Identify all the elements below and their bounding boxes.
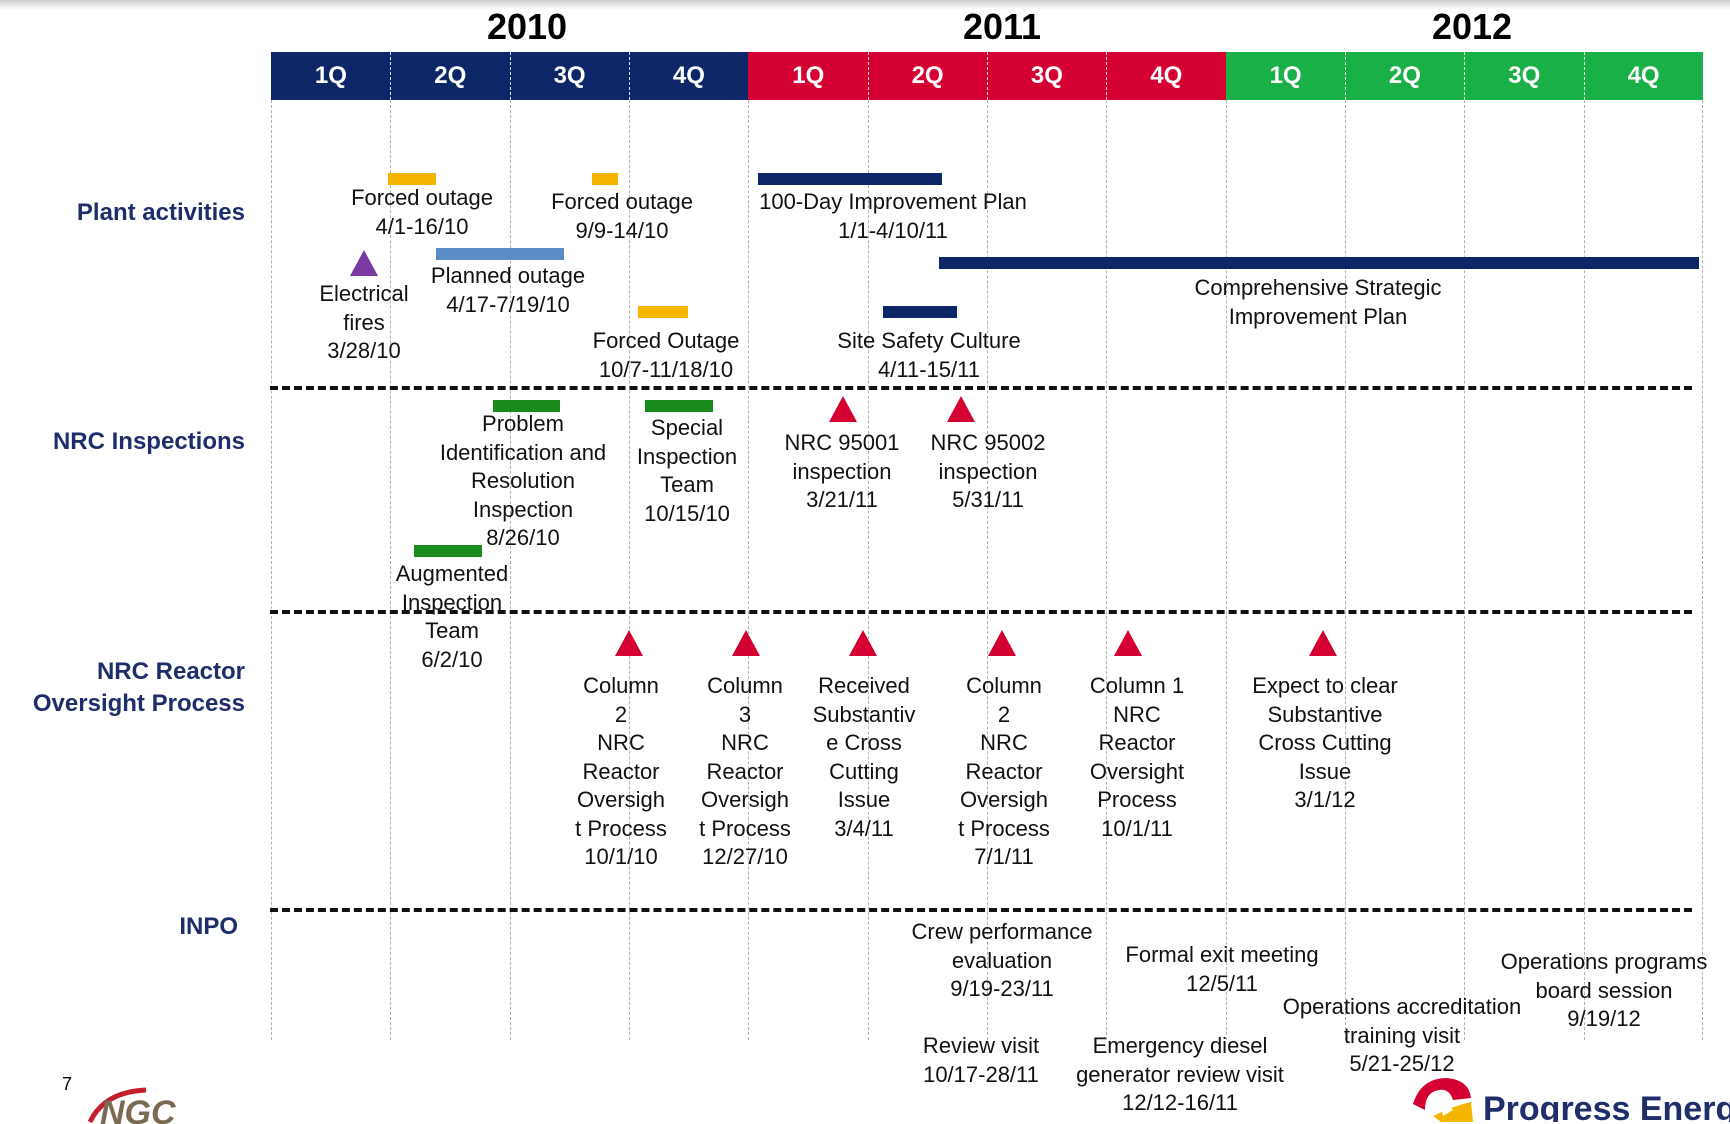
quarter-cell-2010-3q: 3Q [509,52,630,100]
gridline [1345,100,1346,1040]
nrc-95001-label: NRC 95001 inspection 3/21/11 [784,430,900,512]
gridline [1106,100,1108,1040]
ngc-logo: NGC [87,1087,176,1124]
gridline [390,100,392,1040]
planned-outage-label: Planned outage 4/17-7/19/10 [430,263,586,317]
quarter-cell-2012-2q: 2Q [1345,52,1465,100]
planned-outage-bar [436,248,564,260]
pir-label: Problem Identification and Resolution In… [439,411,607,550]
special-inspection-label: Special Inspection Team 10/15/10 [636,415,738,526]
gridline [509,100,511,1040]
special-inspection-bar [645,400,713,412]
augmented-inspection-label: Augmented Inspection Team 6/2/10 [395,561,509,672]
quarter-cell-2012-3q: 3Q [1464,52,1585,100]
comprehensive-plan-label: Comprehensive Strategic Improvement Plan [1194,275,1442,329]
quarter-divider [1345,52,1346,100]
gridline [1583,100,1585,1040]
forced-outage-3-bar [638,306,688,318]
quarter-cell-2012-1q: 1Q [1225,52,1346,100]
quarter-cell-2010-4q: 4Q [629,52,749,100]
received-scci-label: Received Substantiv e Cross Cutting Issu… [812,673,916,841]
edg-review-label: Emergency diesel generator review visit … [1076,1033,1284,1115]
year-2010-label: 2010 [486,6,568,47]
quarter-cell-2010-1q: 1Q [271,52,391,100]
quarter-cell-2011-2q: 2Q [867,52,988,100]
gridline [271,100,272,1040]
quarter-cell-2011-1q: 1Q [748,52,869,100]
site-safety-bar [883,306,957,318]
progress-energy-logo-text: Progress Energy [1483,1090,1730,1122]
nrc-95002-marker [947,396,975,422]
col1-2011-marker [1114,630,1142,656]
quarter-divider [1464,52,1466,100]
row-label-nrc-rop: NRC Reactor Oversight Process [32,658,245,717]
nrc-95002-label: NRC 95002 inspection 5/31/11 [930,430,1046,512]
forced-outage-2-bar [592,173,618,185]
ngc-logo-text: NGC [100,1094,176,1124]
col1-2011-label: Column 1 NRC Reactor Oversight Process 1… [1089,673,1185,841]
gridline [748,100,750,1040]
plan-100-day-label: 100-Day Improvement Plan 1/1-4/10/11 [759,189,1027,243]
gridline [1464,100,1466,1040]
gridline [629,100,630,1040]
forced-outage-1-bar [388,173,436,185]
gridline [1702,100,1703,1040]
expect-clear-label: Expect to clear Substantive Cross Cuttin… [1252,673,1398,812]
col2-2010-marker [615,630,643,656]
quarter-divider [987,52,988,100]
quarter-cell-2012-4q: 4Q [1583,52,1704,100]
site-safety-label: Site Safety Culture 4/11-15/11 [837,328,1021,382]
exit-meeting-label: Formal exit meeting 12/5/11 [1125,942,1319,996]
separator-plant-nrc [270,386,1692,390]
nrc-95001-marker [829,396,857,422]
row-label-nrc-inspections: NRC Inspections [52,428,245,455]
electrical-fires-label: Electrical fires 3/28/10 [319,281,409,363]
col2-2011-marker [988,630,1016,656]
gridline [867,100,869,1040]
crew-eval-label: Crew performance evaluation 9/19-23/11 [911,919,1093,1001]
row-label-plant-activities: Plant activities [76,199,245,226]
forced-outage-3-label: Forced Outage 10/7-11/18/10 [592,328,740,382]
pir-bar [493,400,560,412]
col3-2010-marker [732,630,760,656]
ops-accreditation-label: Operations accreditation training visit … [1282,994,1522,1076]
quarter-cell-2011-4q: 4Q [1106,52,1227,100]
page-number: 7 [62,1074,73,1094]
comprehensive-plan-bar [939,257,1699,269]
quarter-cell-2010-2q: 2Q [390,52,511,100]
quarter-divider [629,52,630,100]
year-2011-label: 2011 [962,6,1042,47]
col2-2011-label: Column 2 NRC Reactor Oversigh t Process … [958,673,1050,869]
col2-2010-label: Column 2 NRC Reactor Oversigh t Process … [575,673,667,869]
progress-energy-logo: Progress Energy [1413,1078,1730,1122]
received-scci-marker [849,630,877,656]
electrical-fires-marker [350,250,378,276]
gridline [987,100,988,1040]
ops-programs-label: Operations programs board session 9/19/1… [1500,949,1708,1031]
quarter-divider [1106,52,1108,100]
quarter-cell-2011-3q: 3Q [987,52,1107,100]
quarter-divider [509,52,511,100]
review-visit-label: Review visit 10/17-28/11 [922,1033,1040,1087]
plan-100-day-bar [758,173,942,185]
row-label-inpo: INPO [179,913,238,940]
expect-clear-marker [1309,630,1337,656]
quarter-divider [390,52,392,100]
col3-2010-label: Column 3 NRC Reactor Oversigh t Process … [699,673,791,869]
year-2012-label: 2012 [1431,6,1513,47]
forced-outage-1-label: Forced outage 4/1-16/10 [351,185,493,239]
forced-outage-2-label: Forced outage 9/9-14/10 [551,189,693,243]
quarter-divider [867,52,869,100]
top-shade [0,0,1730,10]
quarter-divider [1583,52,1585,100]
separator-inspections-rop [270,610,1692,614]
gridline [1225,100,1227,1040]
separator-rop-inpo [270,908,1692,912]
augmented-inspection-bar [414,545,482,557]
